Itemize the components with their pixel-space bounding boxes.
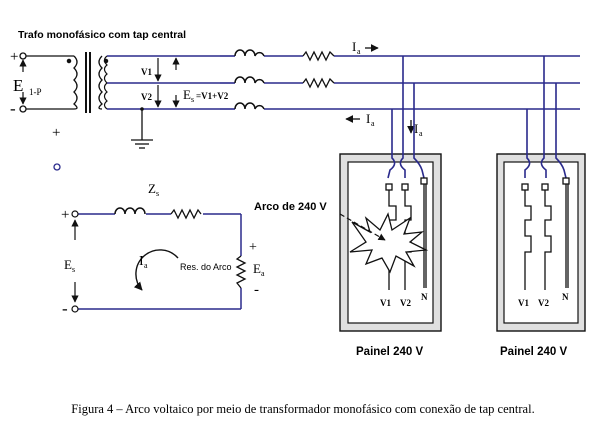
current-top-subscript: a (357, 47, 361, 56)
panel-2-bus-n: N (562, 292, 569, 302)
panel-1-title: Painel 240 V (356, 346, 423, 358)
eq-minus-right: - (254, 282, 259, 298)
panel-1-bus-v2: V2 (400, 298, 411, 308)
neutral-node (140, 107, 144, 111)
arc-flash-burst (339, 212, 429, 274)
transformer-primary (19, 52, 109, 113)
eq-inductor (114, 207, 146, 215)
v1-label: V1 (141, 67, 152, 77)
es-subscript: s (191, 95, 194, 104)
eq-zs-subscript: s (156, 189, 159, 198)
es-label: E (183, 87, 191, 102)
primary-voltage-subscript: 1-P (29, 87, 42, 97)
eq-resistor (170, 208, 202, 220)
panel-2: V1 V2 N (496, 56, 586, 332)
current-down-subscript: a (419, 129, 423, 138)
primary-plus-sign: + (10, 49, 18, 65)
primary-minus-sign: - (10, 99, 16, 118)
es-equation: =V1+V2 (196, 91, 229, 101)
ground-symbol (131, 109, 153, 149)
secondary-plus-sign: + (52, 125, 60, 141)
eq-minus-left: - (62, 299, 68, 318)
current-top-label: I (352, 39, 356, 54)
eq-plus-left: + (61, 207, 69, 223)
eq-terminal-bottom (71, 305, 79, 313)
eq-es-label: E (64, 257, 72, 272)
current-mid-subscript: a (371, 119, 375, 128)
terminal-dot (53, 163, 61, 171)
eq-plus-right: + (249, 240, 257, 255)
panel-2-bus-v1: V1 (518, 298, 529, 308)
panel-2-bus-v2: V2 (538, 298, 549, 308)
current-mid-label: I (366, 111, 370, 126)
transformer-title: Trafo monofásico com tap central (18, 29, 186, 41)
secondary-voltage-arrows (154, 57, 180, 108)
inductor-coils (234, 49, 265, 110)
panel-1: V1 V2 N (339, 56, 442, 332)
loop-current-arrow (133, 249, 179, 291)
primary-voltage-label: E (13, 76, 23, 95)
line-resistors (302, 50, 335, 89)
arc-resistor (235, 255, 247, 289)
v2-label: V2 (141, 92, 152, 102)
arc-label: Arco de 240 V (254, 201, 327, 213)
eq-ea-label: E (253, 261, 261, 276)
eq-es-subscript: s (72, 265, 75, 274)
arc-resistance-label: Res. do Arco (180, 262, 232, 272)
current-down-label: I (414, 121, 418, 136)
panel-1-bus-v1: V1 (380, 298, 391, 308)
eq-ia-subscript: a (144, 261, 148, 270)
panel-1-bus-n: N (421, 292, 428, 302)
eq-ia-label: I (139, 254, 144, 269)
eq-terminal-top (71, 210, 79, 218)
panel-2-title: Painel 240 V (500, 346, 567, 358)
eq-ea-subscript: a (261, 269, 265, 278)
figure-caption: Figura 4 – Arco voltaico por meio de tra… (71, 402, 534, 416)
equivalent-circuit (78, 213, 242, 310)
eq-zs-label: Z (148, 181, 156, 196)
